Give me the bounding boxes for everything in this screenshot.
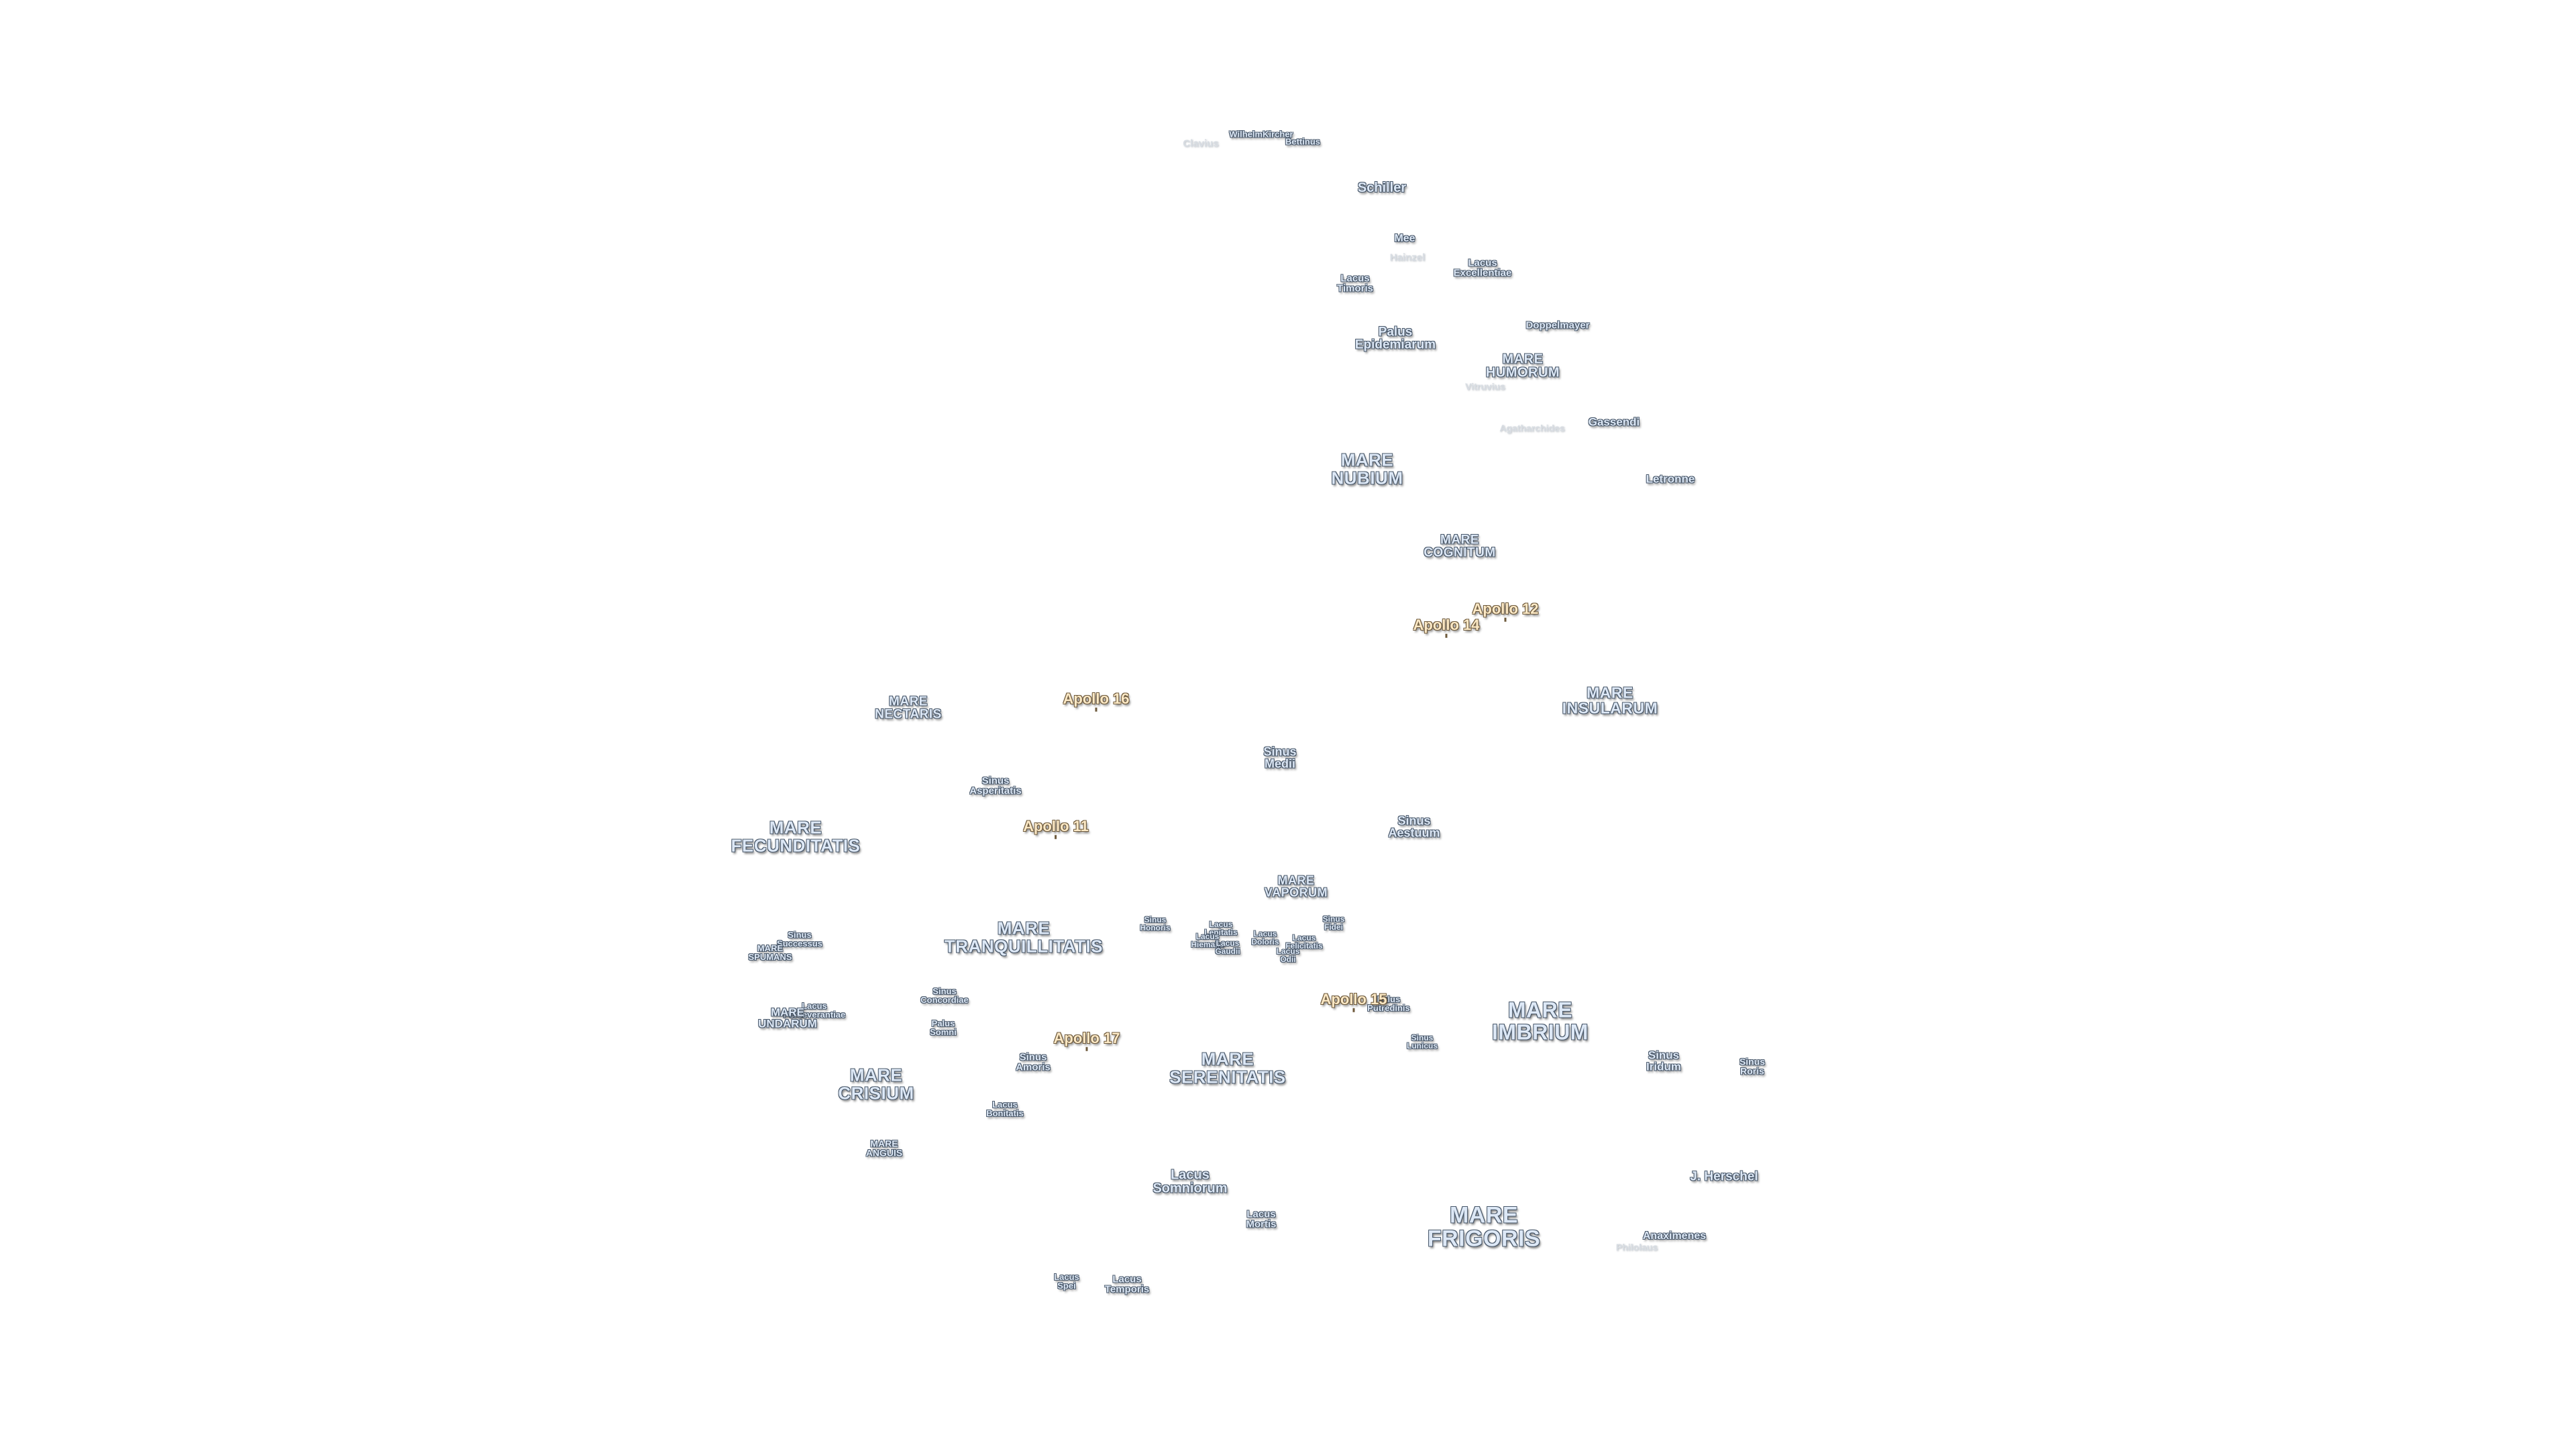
apollo-11-text: Apollo 11 [1023,817,1089,835]
label-sinus-lunicus[interactable]: Sinus Lunicus [1406,1032,1438,1051]
label-apollo-16[interactable]: Apollo 16 [1063,690,1130,712]
label-apollo-17[interactable]: Apollo 17 [1053,1029,1120,1052]
label-lacus-temporis[interactable]: Lacus Temporis [1104,1273,1150,1295]
label-lacus-felicitatis[interactable]: Lacus Felicitatis [1285,932,1323,951]
label-crater-j-herschel[interactable]: J. Herschel [1690,1169,1758,1184]
label-crater-kircher: Kircher [1263,129,1293,140]
label-mare-spumans[interactable]: MARE SPUMANS [748,943,792,962]
label-lacus-excellentiae[interactable]: Lacus Excellentiae [1453,257,1512,279]
label-apollo-14[interactable]: Apollo 14 [1413,616,1480,639]
label-mare-nubium[interactable]: MARE NUBIUM [1331,449,1403,488]
label-sinus-amoris[interactable]: Sinus Amoris [1016,1051,1051,1073]
label-lacus-hiemalis[interactable]: Lacus Hiemalis [1191,931,1224,949]
label-crater-philolaus[interactable]: Philolaus [1615,1241,1658,1252]
label-crater-schiller[interactable]: Schiller [1357,180,1407,195]
label-mare-imbrium[interactable]: MARE IMBRIUM [1492,998,1589,1044]
label-sinus-fidei[interactable]: Sinus Fidei [1322,914,1345,932]
apollo-14-text: Apollo 14 [1413,616,1480,633]
label-mare-anguis[interactable]: MARE ANGUIS [865,1138,903,1159]
label-crater-bettinus[interactable]: Bettinus [1285,136,1320,147]
label-crater-anaximenes[interactable]: Anaximenes [1642,1230,1707,1242]
label-sinus-concordiae[interactable]: Sinus Concordiae [920,985,969,1005]
label-mare-frigoris[interactable]: MARE FRIGORIS [1427,1202,1541,1251]
label-apollo-15[interactable]: Apollo 15 [1320,990,1387,1013]
label-lacus-gaudii[interactable]: Lacus Gaudii [1215,938,1240,956]
label-lacus-odii[interactable]: Lacus Odii [1276,946,1300,964]
label-crater-clavius[interactable]: Clavius [1183,138,1219,150]
label-lacus-timoris[interactable]: Lacus Timoris [1337,272,1373,294]
label-lacus-spei[interactable]: Lacus Spei [1054,1271,1079,1291]
label-palus-epidemiarum[interactable]: Palus Epidemiarum [1354,325,1436,352]
label-crater-hainzel[interactable]: Hainzel [1389,252,1426,264]
label-mare-tranquillitatis[interactable]: MARE TRANQUILLITATIS [944,918,1104,956]
label-palus-putredinis[interactable]: Palus Putredinis [1367,994,1410,1013]
label-mare-nectaris[interactable]: MARE NECTARIS [875,694,942,722]
label-lacus-somniorum[interactable]: Lacus Somniorum [1152,1167,1228,1196]
label-lacus-lenitatis[interactable]: Lacus Lenitatis [1204,919,1238,937]
apollo-12-text: Apollo 12 [1472,600,1539,617]
label-sinus-asperitatis[interactable]: Sinus Asperitatis [969,775,1022,797]
landing-site-marker-icon [1055,835,1057,840]
label-sinus-honoris[interactable]: Sinus Honoris [1140,914,1171,932]
apollo-15-text: Apollo 15 [1320,990,1387,1008]
label-mare-crisium[interactable]: MARE CRISIUM [838,1065,914,1103]
label-crater-wilhelm-kircher[interactable]: WilhelmKircher [1229,129,1293,138]
apollo-16-text: Apollo 16 [1063,690,1130,707]
label-sinus-successus[interactable]: Sinus Successus [777,929,822,949]
label-crater-mee[interactable]: Mee [1394,232,1415,244]
landing-site-marker-icon [1504,618,1507,623]
landing-site-marker-icon [1352,1008,1355,1013]
label-mare-fecunditatis[interactable]: MARE FECUNDITATIS [731,817,861,855]
label-sinus-medii[interactable]: Sinus Medii [1263,745,1297,771]
apollo-17-text: Apollo 17 [1053,1029,1120,1046]
landing-site-marker-icon [1445,634,1448,639]
label-sinus-iridum[interactable]: Sinus Iridum [1646,1049,1681,1073]
landing-site-marker-icon [1095,708,1097,712]
label-lacus-bonitatis[interactable]: Lacus Bonitatis [986,1099,1024,1118]
label-lacus-mortis[interactable]: Lacus Mortis [1246,1208,1277,1230]
label-mare-insularum[interactable]: MARE INSULARUM [1562,684,1658,717]
label-crater-agatharchides[interactable]: Agatharchides [1499,422,1565,433]
label-sinus-roris[interactable]: Sinus Roris [1739,1056,1766,1077]
label-apollo-11[interactable]: Apollo 11 [1023,817,1089,840]
label-crater-doppelmayer[interactable]: Doppelmayer [1525,319,1590,331]
label-lacus-perseverantiae[interactable]: Lacus Perseverantiae [783,1000,846,1020]
label-mare-undarum[interactable]: MARE UNDARUM [758,1006,817,1030]
label-crater-wilhelm: Wilhelm [1229,129,1263,140]
label-crater-letronne[interactable]: Letronne [1646,472,1695,486]
label-mare-humorum[interactable]: MARE HUMORUM [1485,352,1560,380]
label-crater-gassendi[interactable]: Gassendi [1588,415,1640,429]
label-sinus-aestuum[interactable]: Sinus Aestuum [1388,814,1440,840]
label-mare-vaporum[interactable]: MARE VAPORUM [1264,873,1328,900]
label-mare-cognitum[interactable]: MARE COGNITUM [1424,533,1496,560]
label-mare-serenitatis[interactable]: MARE SERENITATIS [1169,1049,1286,1087]
label-apollo-12[interactable]: Apollo 12 [1472,600,1539,623]
label-palus-somni[interactable]: Palus Somni [930,1018,957,1037]
landing-site-marker-icon [1085,1047,1088,1052]
label-crater-vitruvius[interactable]: Vitruvius [1465,380,1505,392]
label-lacus-doloris[interactable]: Lacus Doloris [1251,928,1279,947]
